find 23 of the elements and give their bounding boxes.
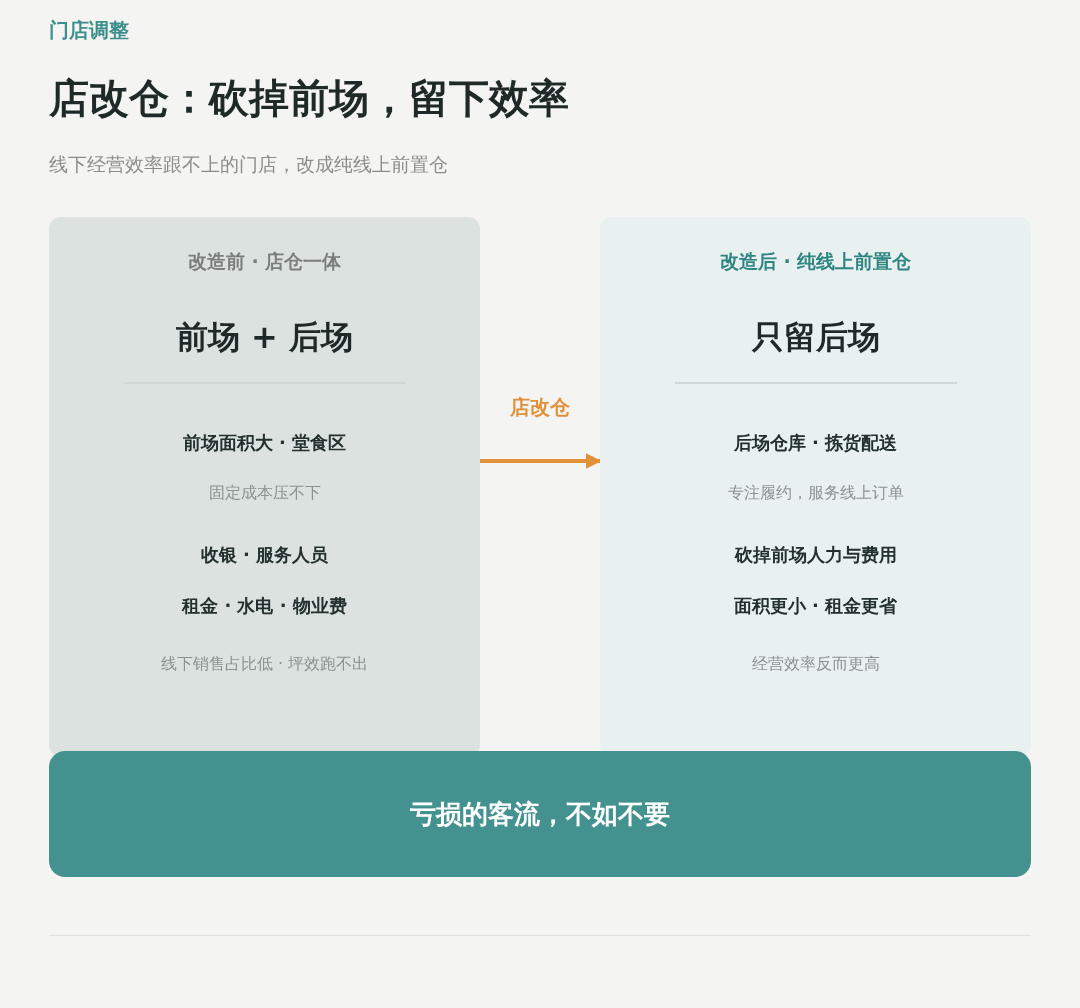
item-text: 收银 · 服务人员	[200, 543, 329, 567]
comparison-card	[49, 217, 480, 757]
summary-banner	[49, 751, 1031, 877]
note-text: 专注履约，服务线上订单	[727, 482, 904, 504]
item-text: 前场面积大 · 堂食区	[182, 431, 347, 455]
card-title: 前场 + 后场	[175, 317, 354, 358]
arrow	[480, 453, 602, 469]
kicker-text: 门店调整	[49, 17, 129, 44]
card-heading: 改造前 · 店仓一体	[187, 249, 342, 274]
card-heading: 改造后 · 纯线上前置仓	[719, 249, 912, 274]
item-text: 租金 · 水电 · 物业费	[182, 594, 347, 618]
note-text: 经营效率反而更高	[751, 653, 880, 675]
page-title: 店改仓：砍掉前场，留下效率	[49, 74, 569, 123]
item-text: 砍掉前场人力与费用	[734, 543, 897, 567]
note-text: 固定成本压不下	[208, 482, 321, 504]
item-text: 后场仓库 · 拣货配送	[733, 431, 898, 455]
note-text: 线下销售占比低 · 坪效跑不出	[160, 653, 369, 675]
item-text: 面积更小 · 租金更省	[733, 594, 898, 618]
comparison-card	[600, 217, 1031, 757]
card-title: 只留后场	[751, 317, 880, 358]
subtitle-text: 线下经营效率跟不上的门店，改成纯线上前置仓	[49, 152, 448, 177]
banner-text: 亏损的客流，不如不要	[410, 797, 670, 831]
edge-label: 店改仓	[509, 394, 571, 421]
